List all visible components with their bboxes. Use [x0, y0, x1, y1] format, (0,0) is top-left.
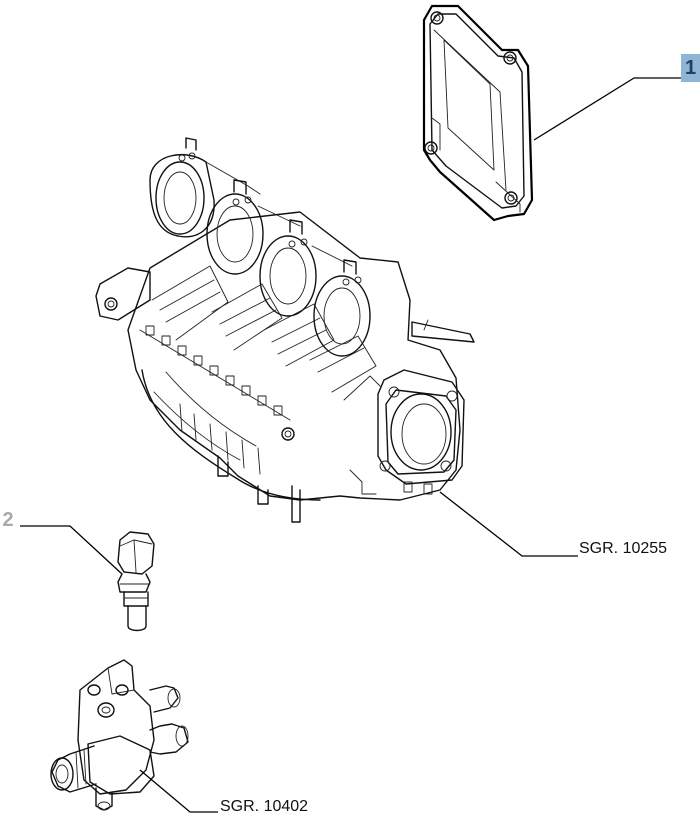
coolant-fitting[interactable] — [50, 659, 189, 811]
leader-line-part2 — [20, 525, 123, 575]
port-ring-2 — [206, 179, 301, 275]
leader-line-fitting — [139, 769, 218, 813]
port-ring-4 — [313, 259, 371, 357]
callout-badge-part1[interactable]: 1 — [681, 54, 700, 82]
port-ring-3 — [259, 219, 353, 317]
intake-manifold[interactable] — [95, 137, 475, 523]
port-ring-1 — [149, 137, 261, 238]
temperature-sensor[interactable] — [117, 531, 155, 632]
throttle-body-flange — [343, 369, 465, 495]
callout-badge-part2[interactable]: 2 — [2, 509, 14, 531]
reference-label-manifold[interactable]: SGR. 10255 — [579, 540, 668, 557]
sensor-boss-row — [139, 325, 291, 421]
reference-label-fitting[interactable]: SGR. 10402 — [220, 798, 309, 815]
leader-line-manifold — [439, 491, 578, 557]
leader-line-part1 — [533, 77, 681, 141]
ecu-control-unit[interactable] — [422, 4, 534, 222]
